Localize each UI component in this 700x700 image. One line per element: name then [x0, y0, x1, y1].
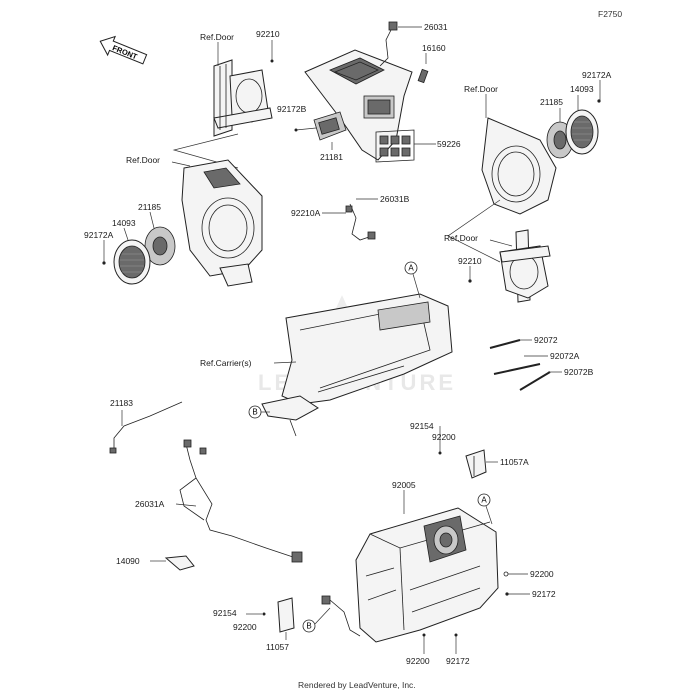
label-26031: 26031: [424, 22, 448, 32]
connector-26031: [379, 21, 398, 67]
dash-panel: [304, 49, 415, 163]
label-16160: 16160: [422, 43, 446, 53]
label-92172B: 92172B: [277, 104, 307, 114]
callout-b-top: B: [248, 405, 262, 419]
carrier-body: [261, 293, 453, 437]
label-26031B: 26031B: [380, 194, 410, 204]
antenna-21183: [109, 401, 183, 454]
cover-14090: [164, 555, 195, 571]
speaker-bracket-right: [499, 229, 551, 303]
ref-door-right-label: Ref.Door: [464, 84, 498, 94]
svg-text:B: B: [252, 408, 257, 417]
ref-door-left-label: Ref.Door: [126, 155, 160, 165]
label-59226: 59226: [437, 139, 461, 149]
label-92005: 92005: [392, 480, 416, 490]
label-92172-bottom: 92172: [446, 656, 470, 666]
footer-credit: Rendered by LeadVenture, Inc.: [298, 680, 416, 690]
svg-text:A: A: [408, 264, 414, 273]
meter-21181: [313, 111, 347, 141]
straps: [489, 339, 551, 391]
label-21185-left: 21185: [138, 202, 161, 212]
label-92154-left: 92154: [213, 608, 237, 618]
label-92172A-left: 92172A: [84, 230, 114, 240]
label-14093-right: 14093: [570, 84, 594, 94]
label-14090: 14090: [116, 556, 140, 566]
label-92072A: 92072A: [550, 351, 580, 361]
storage-box-92005: [355, 507, 499, 643]
figure-code: F2750: [598, 9, 622, 19]
label-21181: 21181: [320, 152, 343, 162]
label-21183: 21183: [110, 398, 133, 408]
ref-door-right2-label: Ref.Door: [444, 233, 478, 243]
svg-text:B: B: [306, 622, 311, 631]
label-11057: 11057: [266, 642, 289, 652]
label-92072: 92072: [534, 335, 558, 345]
label-11057A: 11057A: [500, 457, 529, 467]
label-92154-right: 92154: [410, 421, 434, 431]
callout-a-top: A: [404, 261, 418, 275]
label-92200-left: 92200: [233, 622, 257, 632]
speaker-bracket-left: [213, 59, 273, 137]
svg-text:A: A: [481, 496, 487, 505]
label-92200-bottom: 92200: [406, 656, 430, 666]
callout-a-bottom: A: [477, 493, 491, 507]
part-16160: [417, 68, 429, 84]
label-92200-right-top: 92200: [432, 432, 456, 442]
bracket-11057: [277, 597, 295, 633]
front-arrow-icon: FRONT: [99, 35, 148, 65]
callout-b-bottom: B: [302, 619, 316, 633]
label-14093-left: 14093: [112, 218, 136, 228]
speaker-grille-14093-right: [565, 109, 599, 155]
label-26031A: 26031A: [135, 499, 165, 509]
harness-26031B: [345, 203, 376, 241]
ref-door-top-label: Ref.Door: [200, 32, 234, 42]
bracket-11057A: [465, 449, 487, 479]
label-92172A-right: 92172A: [582, 70, 612, 80]
harness-bottom: [321, 595, 361, 637]
label-92200-right-mid: 92200: [530, 569, 554, 579]
label-92172-right: 92172: [532, 589, 556, 599]
label-92210A: 92210A: [291, 208, 321, 218]
label-92072B: 92072B: [564, 367, 594, 377]
label-21185-right: 21185: [540, 97, 563, 107]
ref-carrier-label: Ref.Carrier(s): [200, 358, 252, 368]
label-92210-right: 92210: [458, 256, 482, 266]
label-92210-top: 92210: [256, 29, 280, 39]
speaker-21185-left: [144, 226, 176, 266]
speaker-grille-14093-left: [113, 239, 151, 285]
speaker-pod-right: [481, 117, 557, 215]
speaker-pod-left: [181, 159, 263, 287]
harness-26031A: [179, 439, 303, 563]
